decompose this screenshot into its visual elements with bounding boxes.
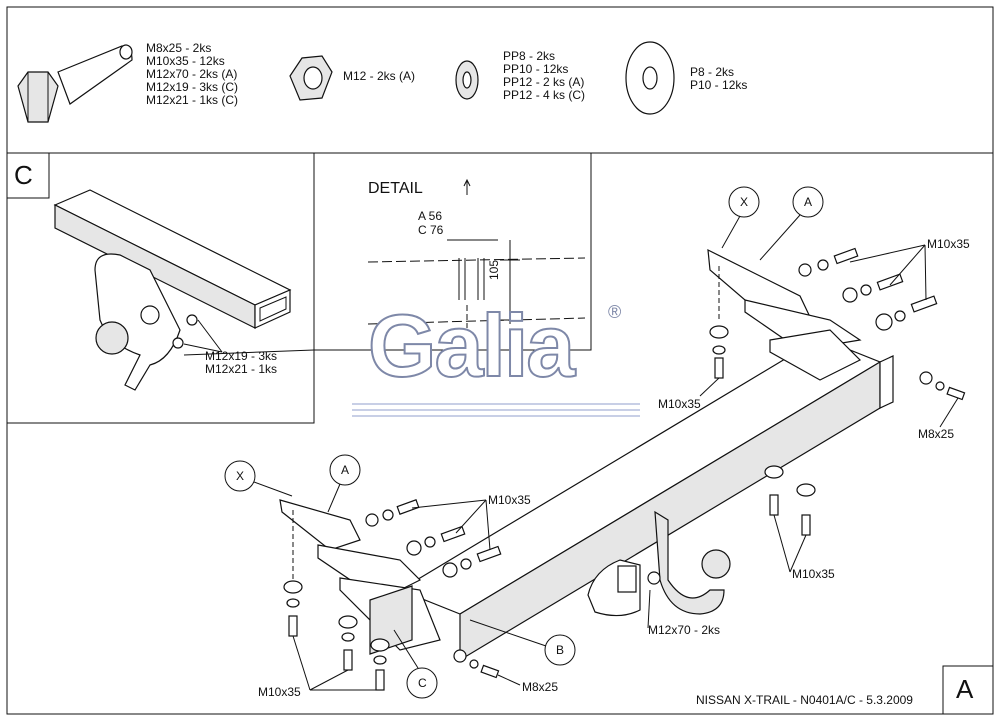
callout-circle-b <box>544 634 576 666</box>
detail-c-bolt-line: M12x21 - 1ks <box>205 362 278 376</box>
label-m8x25-bottom: M8x25 <box>522 680 559 694</box>
callout-a-right: A <box>804 195 813 209</box>
logo-registered-mark: ® <box>608 302 622 322</box>
sheet-letter: A <box>956 674 974 704</box>
callout-a-left: A <box>341 463 350 477</box>
spring-washer-line: PP12 - 4 ks (C) <box>503 88 586 102</box>
bolt-line: M12x19 - 3ks (C) <box>146 80 239 94</box>
main-crossbar <box>398 337 894 662</box>
callout-x-left: X <box>236 469 245 483</box>
spring-washer-list: PP8 - 2ks PP10 - 12ks PP12 - 2 ks (A) PP… <box>503 50 585 102</box>
dim-height: 105 <box>487 259 501 280</box>
left-bracket <box>279 499 441 655</box>
flat-washer-drawing <box>625 41 675 115</box>
dim-a: A 56 <box>418 209 443 223</box>
detail-c-frame <box>6 152 315 424</box>
detail-c-tube <box>53 189 292 391</box>
detail-c-bolt-line: M12x19 - 3ks <box>205 349 278 363</box>
spring-washer-drawing <box>455 60 479 100</box>
flat-washer-line: P8 - 2ks <box>690 65 735 79</box>
bolt-drawing <box>17 44 133 123</box>
bolt-line: M8x25 - 2ks <box>146 41 212 55</box>
right-bracket <box>707 248 862 381</box>
ball-neck <box>587 510 731 617</box>
right-hardware <box>709 247 966 536</box>
detail-dims-frame <box>314 152 592 351</box>
spring-washer-line: PP8 - 2ks <box>503 49 556 63</box>
callout-circle-x-left <box>224 460 256 492</box>
callout-circle-a-left <box>329 454 361 486</box>
callout-c: C <box>418 676 427 690</box>
bolt-line: M12x70 - 2ks (A) <box>146 67 238 81</box>
detail-c-letter: C <box>14 160 33 190</box>
label-m12x70: M12x70 - 2ks <box>648 623 721 637</box>
sheet-letter-box <box>942 665 994 715</box>
callout-b: B <box>556 643 565 657</box>
flat-washer-line: P10 - 12ks <box>690 78 748 92</box>
callout-circle-c <box>406 667 438 699</box>
logo-underline <box>352 403 640 417</box>
bolt-line: M10x35 - 12ks <box>146 54 225 68</box>
bolt-list: M8x25 - 2ks M10x35 - 12ks M12x70 - 2ks (… <box>146 42 238 107</box>
galia-logo: Galia <box>367 295 576 396</box>
detail-title: DETAIL <box>368 180 423 197</box>
label-m10x35-right-bolt: M10x35 <box>658 397 701 411</box>
spring-washer-line: PP12 - 2 ks (A) <box>503 75 585 89</box>
flat-washer-list: P8 - 2ks P10 - 12ks <box>690 66 747 92</box>
detail-c-letter-box <box>6 152 50 199</box>
spring-washer-line: PP10 - 12ks <box>503 62 569 76</box>
label-m10x35-mid-left: M10x35 <box>488 493 531 507</box>
label-m10x35-lower-right: M10x35 <box>792 567 835 581</box>
label-m10x35-top-right: M10x35 <box>927 237 970 251</box>
nut-drawing <box>289 55 333 101</box>
callout-x-right: X <box>740 195 749 209</box>
nut-label: M12 - 2ks (A) <box>343 69 416 83</box>
detail-c-bolt-list: M12x19 - 3ks M12x21 - 1ks <box>205 350 277 376</box>
callout-circle-a-right <box>792 186 824 218</box>
dim-c: C 76 <box>418 223 444 237</box>
footer-caption: NISSAN X-TRAIL - N0401A/C - 5.3.2009 <box>696 693 913 707</box>
label-m10x35-bottom-left: M10x35 <box>258 685 301 699</box>
bolt-line: M12x21 - 1ks (C) <box>146 93 239 107</box>
callout-circle-x-right <box>728 186 760 218</box>
detail-dims-lines <box>367 178 586 328</box>
leader-lines <box>183 214 959 691</box>
label-m8x25-right: M8x25 <box>918 427 955 441</box>
